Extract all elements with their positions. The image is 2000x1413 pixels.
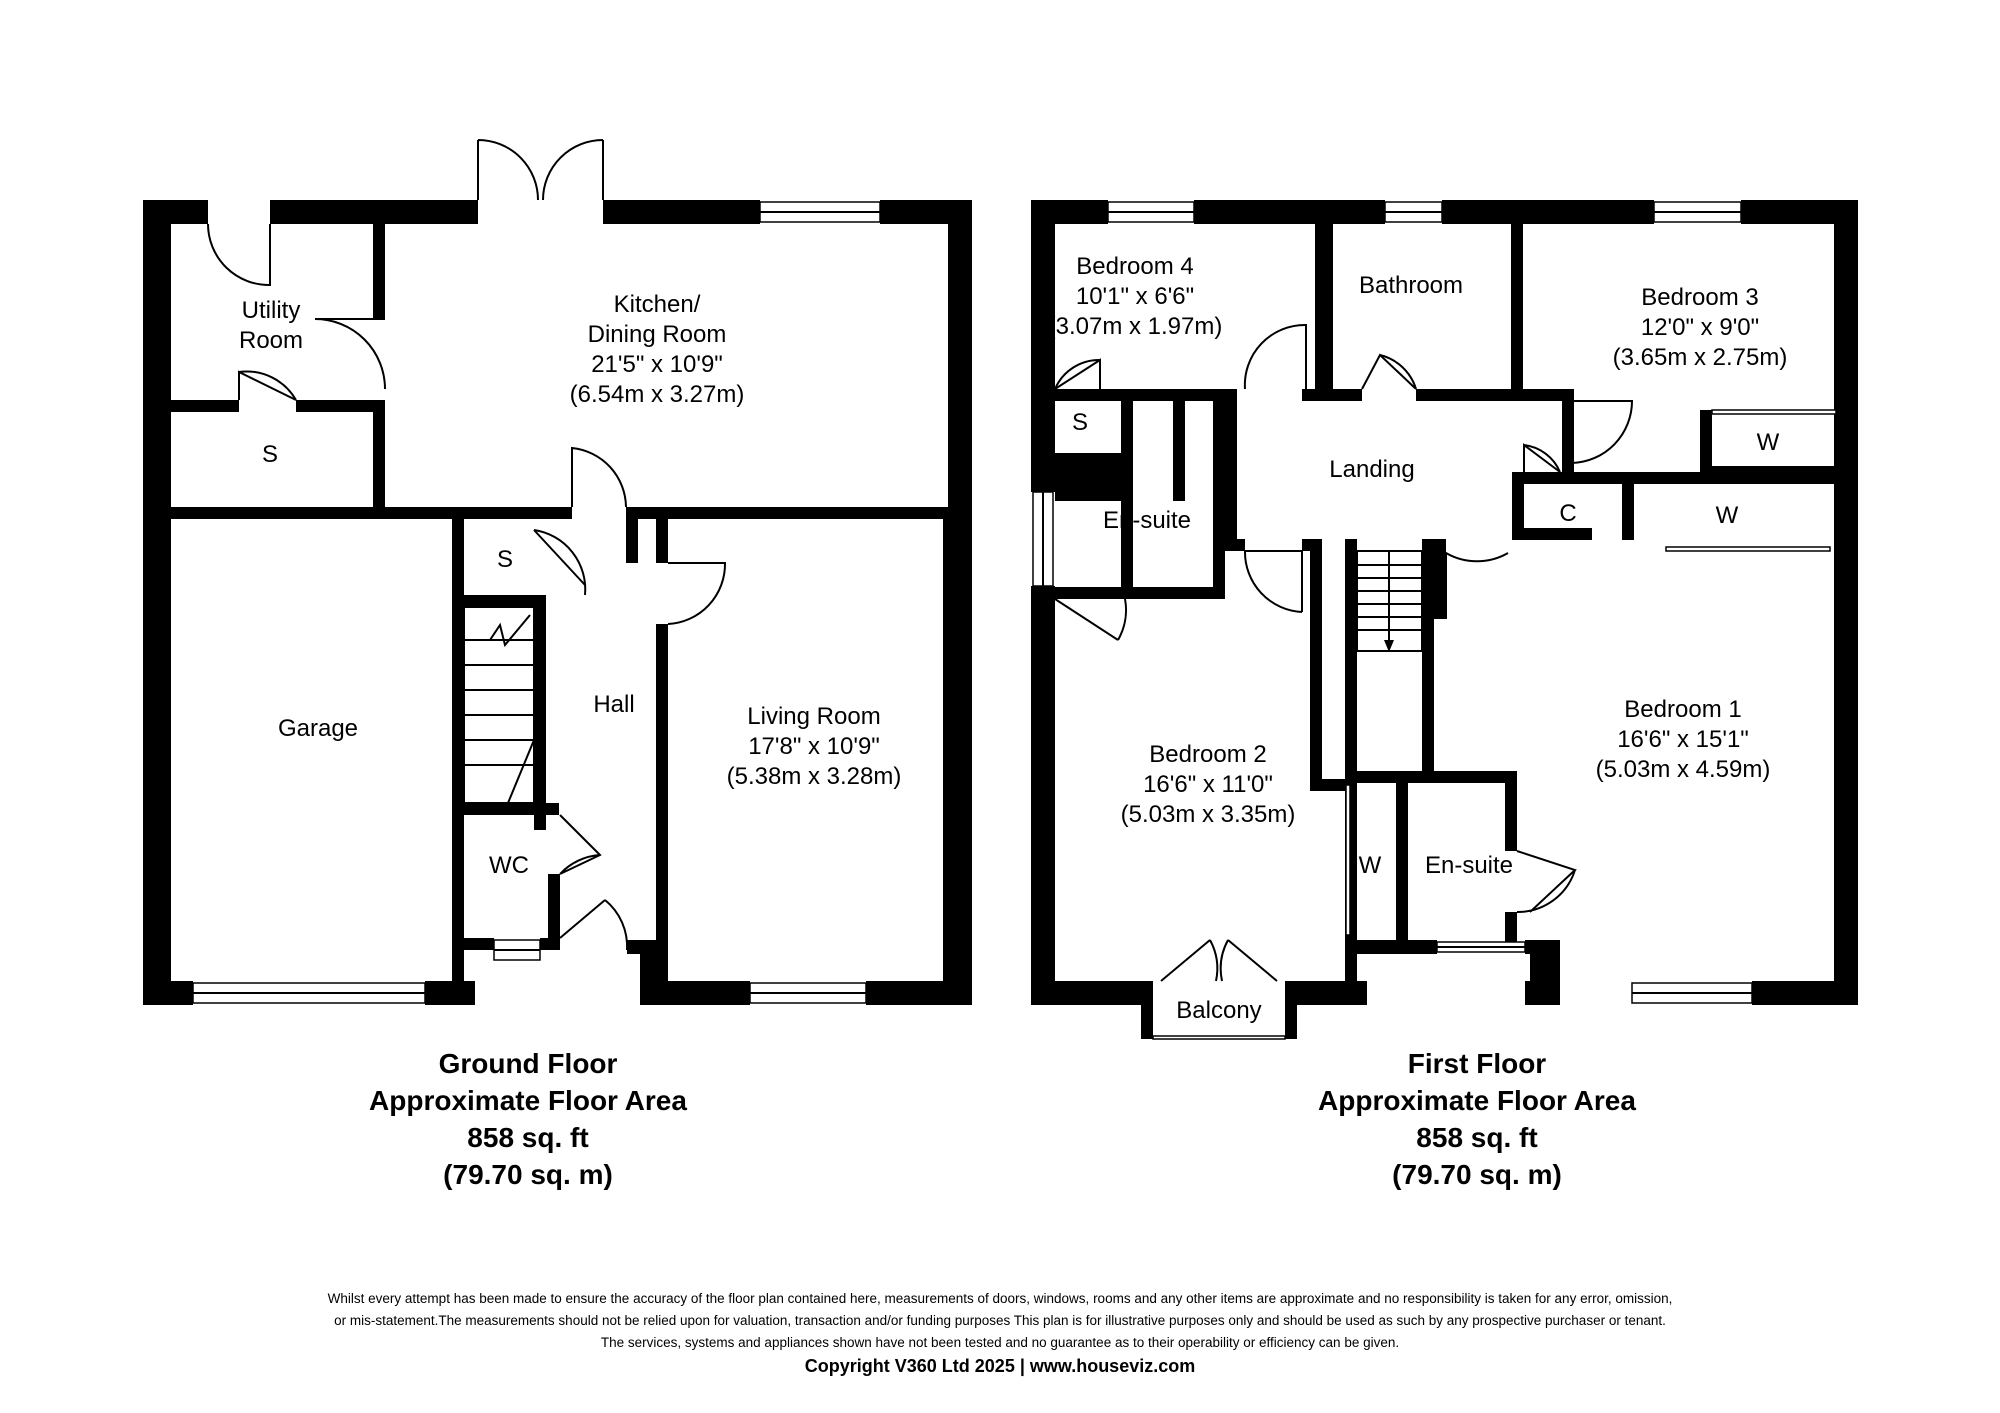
- store-utility-label: S: [262, 441, 278, 468]
- bedroom-2-label: Bedroom 2 16'6" x 11'0" (5.03m x 3.35m): [1121, 741, 1296, 828]
- first-floor-windows: [1032, 201, 1837, 1004]
- kitchen-line-2: Dining Room: [588, 321, 727, 348]
- ground-caption-line-2: Approximate Floor Area: [369, 1085, 687, 1116]
- cupboard-label: C: [1559, 500, 1576, 527]
- ground-caption-line-1: Ground Floor: [439, 1048, 618, 1079]
- garage-label: Garage: [278, 715, 358, 742]
- kitchen-line-4: (6.54m x 3.27m): [570, 381, 745, 408]
- bedroom-3-label: Bedroom 3 12'0" x 9'0" (3.65m x 2.75m): [1613, 284, 1788, 371]
- living-line-1: Living Room: [747, 703, 880, 730]
- ensuite-left-label: En-suite: [1103, 507, 1191, 534]
- first-floor-doors: [1054, 323, 1634, 982]
- ground-floor-doors: [207, 139, 727, 951]
- disclaimer-line-1: Whilst every attempt has been made to en…: [328, 1291, 1673, 1306]
- wardrobe-b1-label: W: [1716, 502, 1739, 529]
- first-floor-plan: Bedroom 4 10'1" x 6'6" (3.07m x 1.97m) Bat…: [1031, 200, 1858, 1190]
- store-hall-label: S: [497, 546, 513, 573]
- wc-label: WC: [489, 852, 529, 879]
- living-room-label: Living Room 17'8" x 10'9" (5.38m x 3.28m): [727, 703, 902, 790]
- ensuite-right-label: En-suite: [1425, 852, 1513, 879]
- first-floor-labels: Bedroom 4 10'1" x 6'6" (3.07m x 1.97m) Bat…: [1048, 253, 1788, 1024]
- bedroom1-line-3: (5.03m x 4.59m): [1596, 756, 1771, 783]
- first-caption-line-1: First Floor: [1408, 1048, 1547, 1079]
- bedroom-1-label: Bedroom 1 16'6" x 15'1" (5.03m x 4.59m): [1596, 696, 1771, 783]
- ground-floor-stairs: [463, 606, 535, 804]
- first-caption-line-4: (79.70 sq. m): [1392, 1159, 1562, 1190]
- bedroom3-line-3: (3.65m x 2.75m): [1613, 344, 1788, 371]
- first-floor-walls: [1031, 200, 1858, 1040]
- living-line-3: (5.38m x 3.28m): [727, 763, 902, 790]
- first-caption-line-2: Approximate Floor Area: [1318, 1085, 1636, 1116]
- bedroom1-line-2: 16'6" x 15'1": [1617, 726, 1749, 753]
- bedroom4-line-3: (3.07m x 1.97m): [1048, 313, 1223, 340]
- disclaimer-line-3: The services, systems and appliances sho…: [601, 1335, 1399, 1350]
- living-line-2: 17'8" x 10'9": [748, 733, 880, 760]
- bedroom2-line-1: Bedroom 2: [1149, 741, 1266, 768]
- bedroom4-line-2: 10'1" x 6'6": [1076, 283, 1194, 310]
- bathroom-label: Bathroom: [1359, 272, 1463, 299]
- kitchen-dining-label: Kitchen/Dining Room 21'5" x 10'9" (6.54m x…: [570, 291, 745, 408]
- balcony-label: Balcony: [1176, 997, 1261, 1024]
- bedroom4-line-1: Bedroom 4: [1076, 253, 1193, 280]
- ground-floor-walls: [143, 200, 972, 1005]
- ground-caption-line-3: 858 sq. ft: [467, 1122, 588, 1153]
- bedroom2-line-2: 16'6" x 11'0": [1143, 771, 1273, 798]
- copyright: Copyright V360 Ltd 2025 | www.houseviz.c…: [805, 1356, 1195, 1376]
- bedroom-4-label: Bedroom 4 10'1" x 6'6" (3.07m x 1.97m): [1048, 253, 1223, 340]
- wardrobe-b2-label: W: [1359, 852, 1382, 879]
- first-caption-line-3: 858 sq. ft: [1416, 1122, 1537, 1153]
- ground-caption-line-4: (79.70 sq. m): [443, 1159, 613, 1190]
- store-first-label: S: [1072, 409, 1088, 436]
- first-floor-stairs: [1356, 550, 1423, 652]
- hall-label: Hall: [593, 691, 634, 718]
- landing-label: Landing: [1329, 456, 1414, 483]
- utility-line-1: Utility: [242, 297, 301, 324]
- bedroom1-line-1: Bedroom 1: [1624, 696, 1741, 723]
- bedroom3-line-1: Bedroom 3: [1641, 284, 1758, 311]
- ground-floor-windows: [192, 201, 881, 1004]
- footer: Whilst every attempt has been made to en…: [328, 1291, 1673, 1376]
- kitchen-line-3: 21'5" x 10'9": [591, 351, 723, 378]
- wardrobe-b3-label: W: [1757, 429, 1780, 456]
- bedroom3-line-2: 12'0" x 9'0": [1641, 314, 1759, 341]
- bedroom2-line-3: (5.03m x 3.35m): [1121, 801, 1296, 828]
- utility-line-2: Room: [239, 327, 303, 354]
- disclaimer-line-2: or mis-statement.The measurements should…: [334, 1313, 1666, 1328]
- kitchen-line-1: Kitchen/: [614, 291, 701, 318]
